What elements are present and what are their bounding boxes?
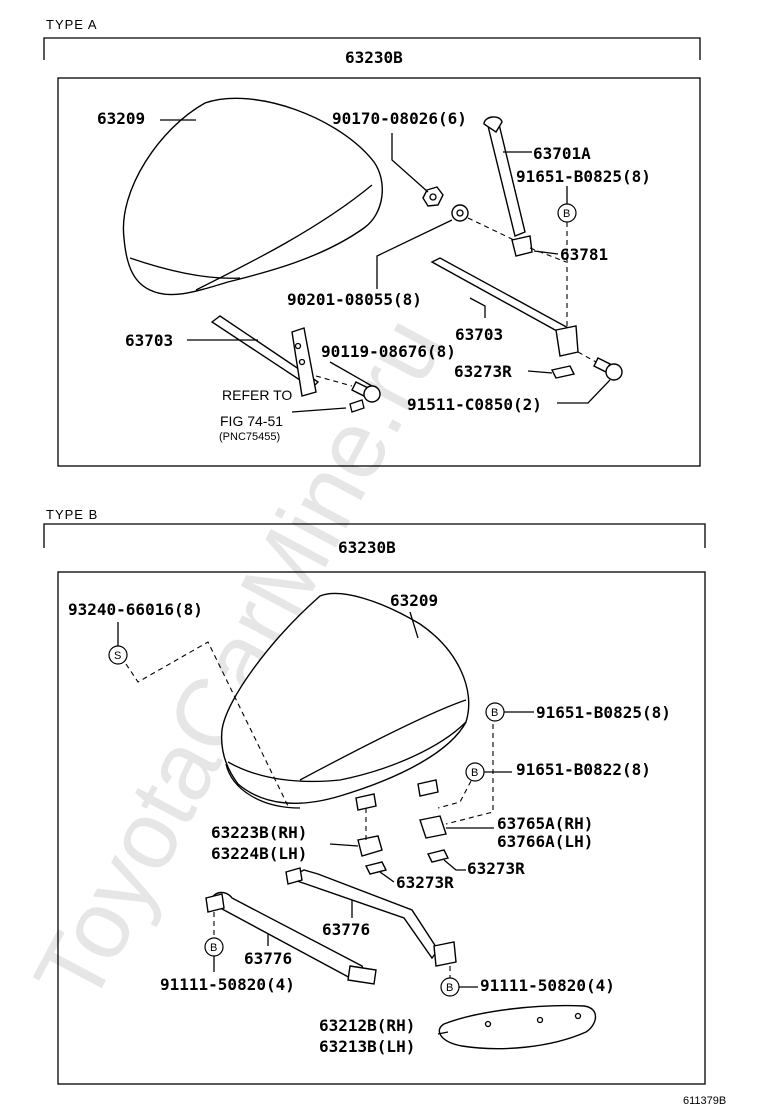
type-a-clip (349, 399, 365, 413)
type-b-hinge-leader (329, 843, 359, 847)
type-b-hinge-lh-label: 63224B(LH) (211, 844, 307, 863)
type-a-rod (483, 116, 526, 237)
type-b-screw-dash (125, 641, 289, 807)
type-b-heading: TYPE B (46, 507, 98, 522)
type-a-bracket-leader (533, 250, 559, 255)
type-b-frame-1-label: 63776 (244, 949, 292, 968)
type-b-cushion-label: 63209 (390, 591, 438, 610)
type-a-rod-label: 63701A (533, 144, 591, 163)
type-a-frame (57, 77, 701, 467)
type-b-bolt-2-dash (437, 780, 472, 809)
type-a-washer-dash (467, 217, 515, 241)
type-a-rail-right (430, 257, 579, 357)
type-b-frame-2 (285, 867, 457, 967)
type-a-washer-leader (376, 219, 453, 289)
type-b-b-marker-3-text: B (210, 942, 217, 954)
type-b-hinge-rh-label: 63223B(RH) (211, 823, 307, 842)
type-b-bolt-r-label: 91111-50820(4) (480, 976, 615, 995)
type-b-b-marker-2-text: B (471, 767, 478, 779)
type-a-bolt-left-leader (329, 361, 373, 387)
type-a-rail-left-label: 63703 (125, 331, 173, 350)
type-b-cushion (220, 592, 470, 811)
type-b-bolt-2-label: 91651-B0822(8) (516, 760, 651, 779)
type-b-cover-lh-label: 63213B(LH) (319, 1037, 415, 1056)
type-a-assembly-label: 63230B (345, 48, 403, 67)
type-b-plate-1-label: 63273R (396, 873, 454, 892)
type-a-bolt-right-dash (577, 351, 597, 363)
type-b-plate-1-leader (379, 871, 395, 883)
type-b-plate-2-label: 63273R (467, 859, 525, 878)
type-b-s-marker-text: S (114, 650, 121, 662)
type-b-bracket-rh-label: 63765A(RH) (497, 814, 593, 833)
type-a-washer (451, 204, 469, 222)
type-a-b-marker-text: B (563, 208, 570, 220)
type-a-refer-line-2: FIG 74-51 (220, 413, 283, 429)
type-a-bracket-dash (529, 247, 567, 263)
type-a-refer-leader (291, 407, 347, 413)
type-a-bracket-label: 63781 (560, 245, 608, 264)
type-a-bracket (511, 235, 533, 257)
type-a-heading: TYPE A (46, 17, 98, 32)
type-b-hinge (357, 835, 383, 857)
type-b-bracket (419, 815, 447, 839)
type-a-rail-right-label: 63703 (455, 325, 503, 344)
type-b-plate-1 (364, 861, 388, 875)
type-b-assembly-label: 63230B (338, 538, 396, 557)
type-a-refer-line-3: (PNC75455) (219, 431, 280, 443)
type-b-cover-rh-label: 63212B(RH) (319, 1016, 415, 1035)
type-a-bolt-right-leader (557, 379, 611, 404)
type-b-bracket-lh-label: 63766A(LH) (497, 832, 593, 851)
type-b-cover (438, 1004, 597, 1050)
type-b-b-marker-4-text: B (446, 982, 453, 994)
type-a-bolt-left (351, 381, 381, 403)
type-b-bolt-1-dash (445, 724, 494, 825)
type-b-b-marker-1-text: B (491, 707, 498, 719)
type-a-plate-leader (527, 370, 553, 374)
type-a-plate-label: 63273R (454, 362, 512, 381)
type-b-plate-2-leader (443, 859, 466, 871)
type-a-nut-label: 90170-08026(6) (332, 109, 467, 128)
type-a-bolt-left-dash (315, 375, 353, 387)
type-a-bolt-b-label: 91651-B0825(8) (516, 167, 651, 186)
type-a-cushion-label: 63209 (97, 109, 145, 128)
type-b-bolt-1-label: 91651-B0825(8) (536, 703, 671, 722)
type-b-cover-leader (437, 1031, 449, 1035)
figure-id: 611379B (683, 1095, 726, 1107)
type-b-frame-1 (205, 891, 377, 985)
type-a-bolt-right (593, 357, 623, 381)
type-b-s-marker (108, 645, 128, 665)
type-a-rail-left (210, 315, 320, 397)
type-b-frame (57, 571, 706, 1085)
type-a-bolt-left-label: 90119-08676(8) (321, 342, 456, 361)
type-b-frame-2-label: 63776 (322, 920, 370, 939)
type-b-plate-2 (426, 849, 450, 863)
type-b-bolt-l-label: 91111-50820(4) (160, 975, 295, 994)
type-a-nut-leader (391, 133, 429, 193)
type-a-washer-label: 90201-08055(8) (287, 290, 422, 309)
type-a-bolt-right-label: 91511-C0850(2) (407, 395, 542, 414)
type-a-bracket-line (43, 37, 701, 60)
type-b-cushion-leader (409, 611, 419, 639)
type-b-bracket-line (43, 523, 706, 548)
type-a-cushion (122, 97, 383, 296)
type-a-rail-right-leader (469, 297, 486, 318)
type-a-plate (550, 365, 576, 379)
type-a-refer-line-1: REFER TO (222, 387, 292, 403)
type-b-screw-label: 93240-66016(8) (68, 600, 203, 619)
